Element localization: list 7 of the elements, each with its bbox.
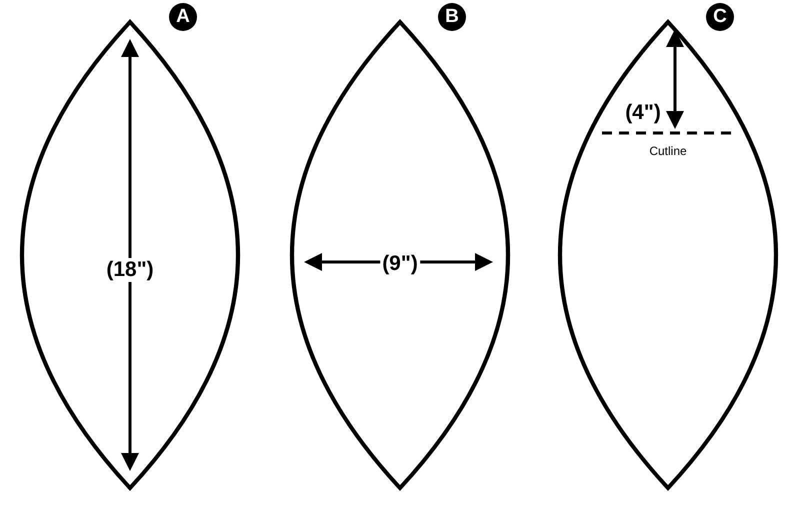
dimension-label: (9") <box>380 252 420 276</box>
cutline-label: Cutline <box>647 144 689 158</box>
callout-letter: C <box>706 3 734 31</box>
callout-letter: A <box>169 3 197 31</box>
dimension-label: (18") <box>104 258 156 282</box>
callout-letter: B <box>438 3 466 31</box>
dimension-label: (4") <box>623 101 663 125</box>
